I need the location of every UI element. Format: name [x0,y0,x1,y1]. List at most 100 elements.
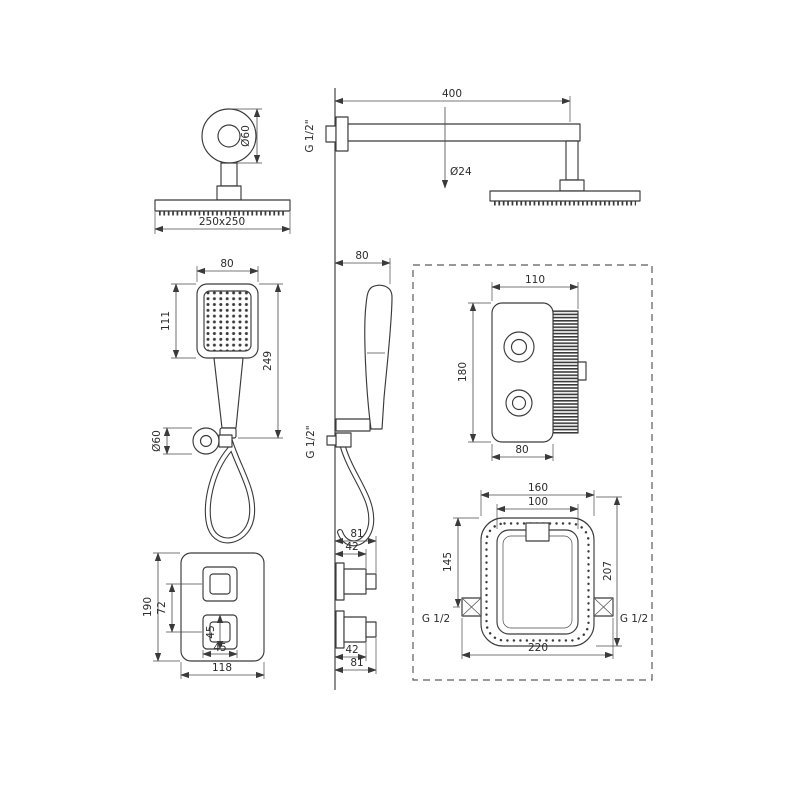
arm-wall-flange [335,116,349,152]
dim-label-trim-width: 118 [212,662,232,674]
head-stem-nut [216,185,242,201]
dim-knob-height: 45 [205,614,224,650]
dim-label-knob-spacing: 72 [156,601,168,614]
dim-label-elbow-dia: Ø60 [151,430,163,452]
knob-bottom-body [343,616,367,643]
wall-elbow-connector [218,434,233,448]
dim-label-valve-width: 80 [515,444,528,456]
wall-elbow [192,427,220,455]
hand-shower-hose-outline [204,435,256,544]
view-thermostat-valve: 110 180 80 [457,274,587,461]
dim-label-hand-head-height: 111 [160,311,172,331]
valve-trim-plate [491,302,554,443]
dim-mount-dia: Ø60 [229,108,262,164]
wall-mount-hub [217,124,241,148]
dim-label-side-top-inner: 42 [345,541,358,553]
dim-trim-height: 190 [142,552,180,662]
dim-label-arm-length: 400 [442,88,462,100]
dim-label-mount-dia: Ø60 [240,125,252,147]
thread-label-box-right: G 1/2 [620,613,648,625]
valve-rough-in-box [552,310,579,434]
dim-box-left-height: 145 [442,517,479,608]
dim-label-hand-head-width: 80 [220,258,233,270]
dim-knob-width: 45 [202,642,238,658]
knob-top-flange [335,562,345,601]
dim-head-size: 250x250 [154,212,291,234]
dim-label-side-bottom-outer: 81 [350,657,363,669]
knob-bottom-flange [335,610,345,649]
dim-knob-spacing: 72 [156,583,202,633]
install-box-fitting-left [461,597,482,617]
valve-knob-top-hub [510,338,528,356]
hand-shower-spray-face [203,290,252,352]
wall-elbow-hub [199,434,213,448]
dim-side-bottom-outer: 81 [334,638,377,674]
hand-shower-handle [213,357,244,429]
valve-knob-top [503,331,535,363]
trim-plate [180,552,265,662]
valve-knob-bottom [505,389,533,417]
dim-label-box-left-height: 145 [442,552,454,572]
dim-arm-length: 400 [334,88,571,122]
view-hand-shower-front: 80 111 249 Ø60 [151,258,283,544]
overhead-head-profile [154,199,291,212]
arm-down-pipe [565,140,579,181]
shower-arm [347,123,581,142]
view-overhead-shower-side: Ø60 250x250 [154,108,291,234]
water-outlet-stub [326,435,337,446]
trim-knob-top-inner [209,573,231,595]
thread-label-box-left: G 1/2 [422,613,450,625]
dim-valve-height: 180 [457,302,491,443]
dim-label-box-inner-width: 100 [528,496,548,508]
dim-hand-total-height: 249 [238,283,283,439]
dim-label-box-outer-width: 160 [528,482,548,494]
concealed-parts-dashed-boundary [412,264,653,681]
dim-box-right-height: 207 [596,496,622,647]
overhead-head-profile-right [489,190,641,202]
dim-label-valve-height: 180 [457,362,469,382]
view-trim-plate-front: 190 72 45 45 118 [142,552,265,679]
dim-label-side-top-outer: 81 [350,528,363,540]
thread-label-arm: G 1/2" [304,119,316,152]
arm-wall-stub [325,125,337,143]
dim-side-bottom-inner: 42 [334,643,367,661]
trim-knob-top [202,566,238,602]
install-box-inner [496,529,579,635]
dim-valve-depth: 110 [491,274,579,309]
dim-box-outer-width: 160 [480,482,595,516]
install-box-fitting-right [593,597,614,617]
hand-shower-holder [335,418,371,432]
view-trim-plate-side: 81 42 42 81 [334,528,377,674]
view-installation-box: 160 100 145 207 G 1/2 G 1/2 220 [422,482,648,659]
dim-hand-head-height: 111 [160,283,196,359]
dim-label-hand-total-height: 249 [262,351,274,371]
dim-label-knob-width: 45 [213,642,226,654]
dim-hand-depth: 80 [334,250,391,284]
hand-shower-profile [364,284,393,430]
dim-label-hand-depth: 80 [355,250,368,262]
dim-label-valve-depth: 110 [525,274,545,286]
dim-pipe-dia: Ø24 [441,107,472,189]
dim-label-pipe-dia: Ø24 [450,166,472,178]
thread-label-outlet: G 1/2" [305,425,317,458]
knob-bottom-cap [365,621,377,638]
dim-label-box-total-width: 220 [528,642,548,654]
dim-hand-head-width: 80 [196,258,259,282]
knob-top-cap [365,573,377,590]
dim-label-box-right-height: 207 [602,561,614,581]
dim-label-head-size: 250x250 [199,216,245,228]
dim-label-side-bottom-inner: 42 [345,644,358,656]
install-box-window [525,522,550,542]
view-hand-shower-side: 80 G 1/2" [305,250,393,547]
dim-box-total-width: 220 [461,618,614,659]
dim-trim-width: 118 [180,662,265,679]
knob-top-body [343,568,367,595]
dim-side-top-outer: 81 [334,528,377,573]
hand-shower-hose [205,436,254,543]
head-stem [220,162,238,187]
arm-down-pipe-nut [559,179,585,192]
water-outlet-elbow [335,432,352,448]
view-overhead-shower-front: 400 Ø24 G 1/2" [304,88,641,206]
valve-outlet-stub [577,361,587,381]
